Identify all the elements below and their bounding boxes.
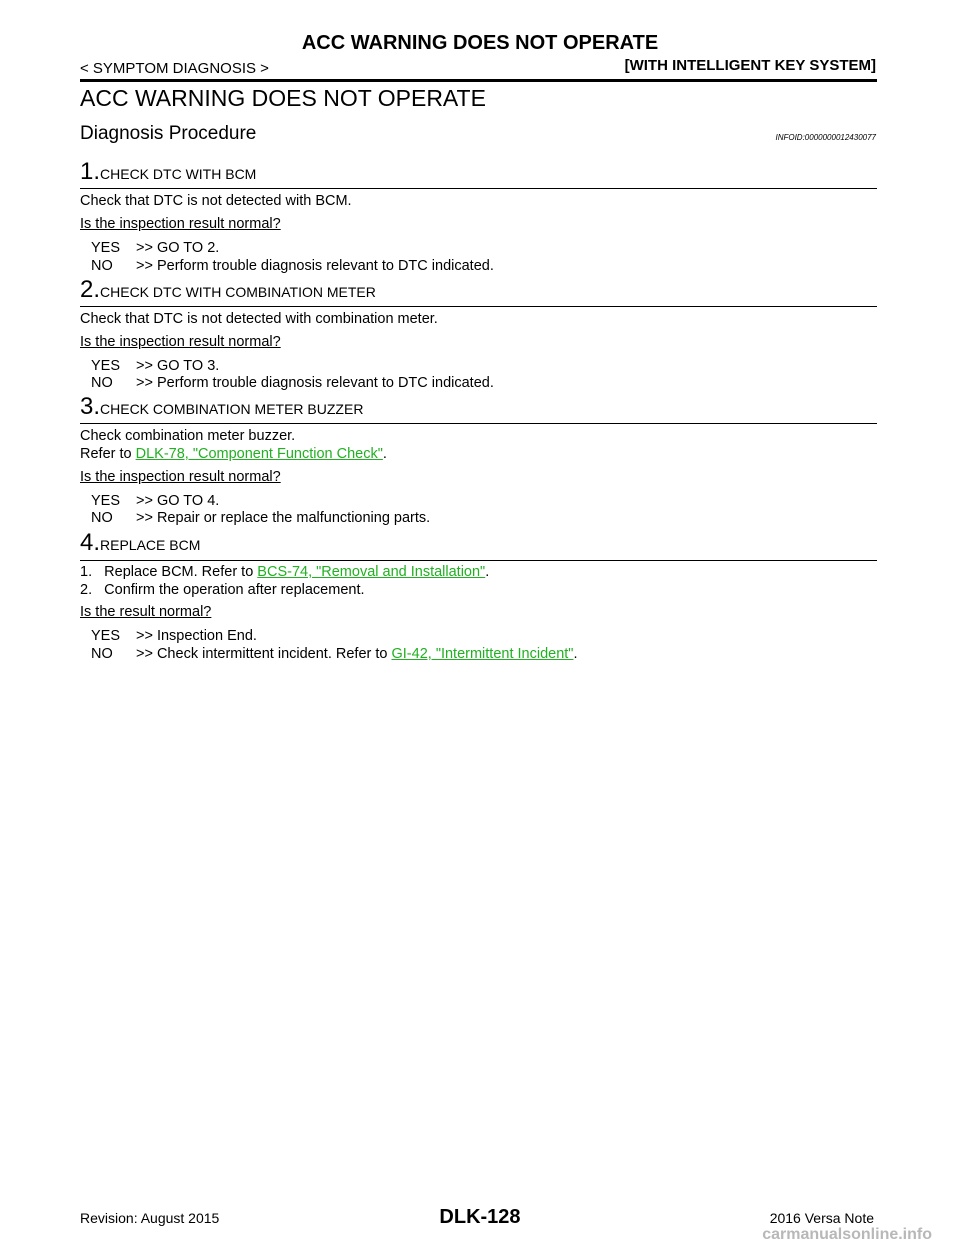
step-2-title: CHECK DTC WITH COMBINATION METER [100,284,376,300]
step-4-heading: 4.REPLACE BCM [80,531,200,557]
step-4-question: Is the result normal? [80,604,212,620]
step-4-item-1-link[interactable]: BCS-74, "Removal and Installation" [257,564,486,580]
step-3-yes-key: YES [91,493,121,509]
footer-revision: Revision: August 2015 [80,1210,220,1226]
step-4-item-1-prefix: 1. Replace BCM. Refer to [80,564,258,580]
step-1-body: Check that DTC is not detected with BCM. [80,193,352,209]
info-id: INFOID:0000000012430077 [775,133,876,142]
step-3-body: Check combination meter buzzer. [80,428,296,444]
header-system-label: [WITH INTELLIGENT KEY SYSTEM] [624,57,876,74]
step-3-no-key: NO [91,510,113,526]
step-3-yes-text: >> GO TO 4. [136,493,220,509]
step-4-item-1: 1. Replace BCM. Refer to BCS-74, "Remova… [80,564,489,581]
procedure-title: Diagnosis Procedure [80,123,257,144]
footer-watermark: carmanualsonline.info [762,1226,932,1243]
step-1-question: Is the inspection result normal? [80,216,281,232]
step-4-number: 4. [80,529,101,556]
step-1-no-key: NO [91,258,113,274]
step-2-yes-key: YES [91,358,121,374]
step-3-refer-prefix: Refer to [80,446,136,462]
step-3-refer-line: Refer to DLK-78, "Component Function Che… [80,446,387,463]
step-1-yes-text: >> GO TO 2. [136,240,220,256]
header-title: ACC WARNING DOES NOT OPERATE [301,32,659,54]
step-1-title: CHECK DTC WITH BCM [100,166,257,182]
step-4-title: REPLACE BCM [100,537,201,553]
step-1-number: 1. [80,158,101,185]
step-3-question: Is the inspection result normal? [80,469,281,485]
header-divider [80,79,877,82]
step-2-body: Check that DTC is not detected with comb… [80,311,438,327]
step-2-no-text: >> Perform trouble diagnosis relevant to… [136,375,494,391]
step-4-item-1-suffix: . [485,564,490,580]
step-4-no-key: NO [91,646,113,662]
footer-model: 2016 Versa Note [769,1210,874,1226]
step-4-yes-key: YES [91,628,121,644]
step-1-divider [80,188,877,189]
step-2-heading: 2.CHECK DTC WITH COMBINATION METER [80,278,376,304]
step-3-divider [80,423,877,424]
page-title: ACC WARNING DOES NOT OPERATE [80,85,486,111]
step-1-yes-key: YES [91,240,121,256]
step-2-question: Is the inspection result normal? [80,334,281,350]
step-4-item-2: 2. Confirm the operation after replaceme… [80,582,365,598]
step-3-number: 3. [80,393,101,420]
header-section-label: < SYMPTOM DIAGNOSIS > [80,60,269,77]
step-2-no-key: NO [91,375,113,391]
step-3-no-text: >> Repair or replace the malfunctioning … [136,510,431,526]
step-4-no-suffix: . [573,646,578,662]
step-1-heading: 1.CHECK DTC WITH BCM [80,160,256,186]
footer-page-number: DLK-128 [439,1206,521,1228]
step-2-divider [80,306,877,307]
step-4-yes-text: >> Inspection End. [136,628,257,644]
step-3-refer-link[interactable]: DLK-78, "Component Function Check" [135,446,383,462]
step-2-number: 2. [80,276,101,303]
step-3-title: CHECK COMBINATION METER BUZZER [100,401,364,417]
step-4-no-link[interactable]: GI-42, "Intermittent Incident" [391,646,574,662]
step-3-refer-suffix: . [382,446,387,462]
step-1-no-text: >> Perform trouble diagnosis relevant to… [136,258,494,274]
step-4-no-line: >> Check intermittent incident. Refer to… [136,646,578,663]
step-3-heading: 3.CHECK COMBINATION METER BUZZER [80,395,363,421]
step-4-divider [80,560,877,561]
step-2-yes-text: >> GO TO 3. [136,358,220,374]
step-4-no-prefix: >> Check intermittent incident. Refer to [136,646,392,662]
